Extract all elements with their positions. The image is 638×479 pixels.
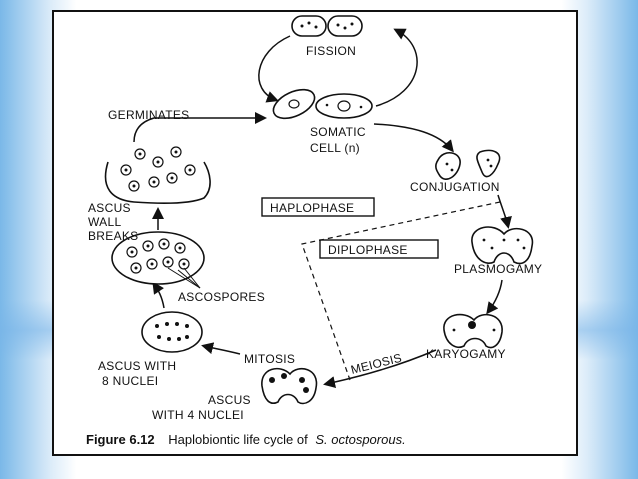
conjugation-cells [435, 149, 501, 180]
label-diplophase: DIPLOPHASE [328, 243, 408, 257]
label-conjugation: CONJUGATION [410, 180, 500, 194]
karyogamy-cell [443, 313, 503, 349]
ascus-4-nuclei [261, 367, 318, 405]
somatic-cells [272, 88, 373, 120]
label-karyogamy: KARYOGAMY [426, 347, 506, 361]
label-ascus-wall-1: ASCUS [88, 201, 131, 215]
label-ascus-wall-3: BREAKS [88, 229, 139, 243]
figure-caption: Figure 6.12 Haplobiontic life cycle of S… [86, 432, 406, 447]
figure-frame: FISSION SOMATIC CELL (n) CONJUGATION PLA… [52, 10, 578, 456]
label-meiosis: MEIOSIS [349, 351, 403, 377]
ascospores-ascus [111, 231, 205, 289]
arrow-fission-left [258, 35, 291, 103]
label-ascus-wall-2: WALL [88, 215, 121, 229]
label-ascus-8b: 8 NUCLEI [102, 374, 158, 388]
label-ascus-8: ASCUS WITH [98, 359, 176, 373]
caption-species: S. octosporous. [315, 432, 405, 447]
phase-boundary [301, 201, 501, 381]
label-plasmogamy: PLASMOGAMY [454, 262, 542, 276]
label-haplophase: HAPLOPHASE [270, 201, 354, 215]
caption-text: Haplobiontic life cycle of [168, 432, 308, 447]
label-ascospores: ASCOSPORES [178, 290, 265, 304]
arrow-to-ascospores [152, 281, 165, 309]
fission-cells [291, 15, 363, 37]
arrow-to-karyogamy [486, 279, 503, 315]
arrow-fission-right [375, 28, 418, 107]
label-ascus-4b: WITH 4 NUCLEI [152, 408, 244, 422]
ascus-8-nuclei [141, 311, 203, 353]
arrow-to-conjugation [373, 123, 454, 153]
plasmogamy-cell [471, 226, 534, 265]
label-ascus-4: ASCUS [208, 393, 251, 407]
life-cycle-diagram: FISSION SOMATIC CELL (n) CONJUGATION PLA… [86, 15, 542, 447]
caption-prefix: Figure 6.12 [86, 432, 155, 447]
label-mitosis: MITOSIS [244, 352, 295, 366]
arrow-meiosis [323, 349, 437, 388]
ascus-wall-breaks [104, 146, 211, 204]
label-cell-n: CELL (n) [310, 141, 360, 155]
arrow-germinates [133, 112, 267, 143]
haplophase-box [261, 197, 375, 217]
label-fission: FISSION [306, 44, 356, 58]
arrow-to-plasmogamy [497, 194, 512, 229]
arrow-to-ascus-8 [201, 342, 241, 355]
label-somatic: SOMATIC [310, 125, 366, 139]
diplophase-box [319, 239, 439, 259]
